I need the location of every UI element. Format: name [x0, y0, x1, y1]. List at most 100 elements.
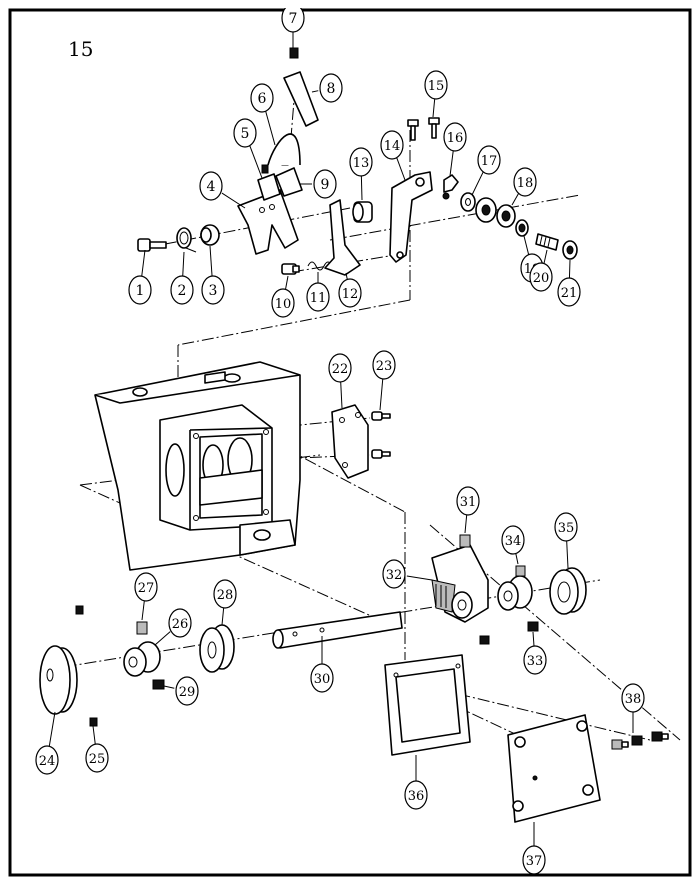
part-6-wire	[267, 133, 301, 166]
callout-label-16: 16	[447, 131, 464, 146]
callout-label-24: 24	[39, 754, 56, 769]
part-10-pin	[281, 263, 300, 275]
callout-leader-21	[568, 259, 571, 280]
callout-12: 12	[338, 272, 362, 308]
callout-29: 29	[163, 676, 199, 706]
callout-label-7: 7	[289, 11, 298, 27]
part-7-screw	[289, 47, 299, 59]
callout-36: 36	[404, 755, 428, 810]
callout-7: 7	[281, 8, 305, 48]
callout-bubble-26	[168, 608, 192, 638]
callout-11: 11	[306, 272, 330, 312]
callout-label-18: 18	[517, 176, 534, 191]
callout-bubble-13	[349, 147, 373, 177]
callout-leader-4	[221, 192, 246, 209]
callout-label-17: 17	[481, 154, 498, 169]
callout-bubble-14	[380, 130, 404, 160]
callout-15: 15	[424, 70, 448, 118]
part-2-spring	[176, 227, 197, 253]
callout-bubble-32	[382, 559, 406, 589]
callout-leader-33	[532, 631, 535, 648]
callout-leader-6	[264, 110, 276, 146]
callout-label-21: 21	[561, 286, 578, 301]
part-4-plate	[237, 189, 299, 255]
callout-23: 23	[372, 350, 396, 411]
callout-bubble-2	[170, 275, 194, 305]
callout-bubble-6	[250, 83, 274, 113]
callout-22: 22	[328, 353, 352, 409]
callout-label-29: 29	[179, 685, 196, 700]
callout-20: 20	[529, 249, 553, 292]
callout-25: 25	[85, 725, 109, 773]
callout-label-23: 23	[376, 359, 393, 374]
part-23-screws	[371, 411, 391, 459]
part-31-screw	[459, 534, 471, 548]
callout-bubble-23	[372, 350, 396, 380]
part-19-washer	[515, 219, 529, 237]
callout-bubble-22	[328, 353, 352, 383]
callout-label-35: 35	[558, 521, 575, 536]
callout-label-4: 4	[207, 179, 216, 195]
callout-bubble-37	[522, 845, 546, 875]
callout-24: 24	[35, 711, 59, 775]
callout-4: 4	[199, 171, 246, 209]
callout-28: 28	[213, 579, 237, 626]
callout-18: 18	[511, 167, 537, 206]
part-8-bracket	[283, 71, 319, 127]
callout-leader-19	[523, 235, 530, 256]
callout-label-20: 20	[533, 271, 550, 286]
part-25-screws	[75, 605, 98, 727]
part-26-collar	[123, 641, 161, 677]
callout-bubble-21	[557, 277, 581, 307]
figure-number: 15	[68, 37, 93, 61]
callout-leader-3	[209, 245, 213, 278]
exploded-parts-diagram: 15	[8, 8, 692, 877]
callout-leader-10	[284, 275, 289, 291]
callout-label-3: 3	[209, 283, 218, 299]
callout-38: 38	[621, 683, 645, 733]
callout-16: 16	[443, 122, 467, 177]
callout-9: 9	[300, 169, 337, 199]
callout-bubble-9	[313, 169, 337, 199]
callout-bubble-20	[529, 262, 553, 292]
callout-label-11: 11	[310, 291, 327, 306]
part-22-cover	[331, 404, 369, 479]
callout-leader-22	[340, 380, 343, 409]
callout-37: 37	[522, 822, 546, 875]
callout-label-34: 34	[505, 534, 522, 549]
callout-bubble-29	[175, 676, 199, 706]
callout-label-10: 10	[275, 297, 292, 312]
callout-leader-34	[515, 552, 519, 565]
callout-bubble-17	[477, 145, 501, 175]
callout-bubble-38	[621, 683, 645, 713]
callout-leader-28	[221, 606, 225, 626]
callout-leader-31	[464, 513, 468, 534]
part-31-lower-screw	[479, 635, 490, 645]
callout-bubble-35	[554, 512, 578, 542]
callout-label-37: 37	[526, 854, 543, 869]
part-32-gear	[431, 544, 489, 623]
part-12-lever	[324, 199, 361, 276]
callout-label-12: 12	[342, 287, 359, 302]
callout-leader-5	[249, 144, 263, 179]
callout-leader-2	[182, 251, 185, 278]
callout-31: 31	[456, 486, 480, 534]
part-28-bearing	[199, 624, 235, 673]
callout-leader-16	[449, 149, 454, 177]
callout-bubble-30	[310, 663, 334, 693]
callout-label-30: 30	[314, 672, 331, 687]
part-34-screw	[515, 565, 526, 577]
callout-leader-8	[311, 90, 319, 93]
callout-label-1: 1	[136, 283, 145, 299]
callout-bubble-36	[404, 780, 428, 810]
callout-leader-26	[154, 631, 171, 646]
callout-label-6: 6	[258, 91, 267, 107]
callout-bubble-16	[443, 122, 467, 152]
callout-label-2: 2	[178, 283, 187, 299]
part-33-screw	[527, 621, 539, 632]
callout-leader-1	[141, 249, 146, 278]
callout-17: 17	[471, 145, 501, 196]
callout-1: 1	[128, 249, 152, 305]
callout-leader-35	[566, 539, 569, 569]
callout-label-8: 8	[327, 81, 336, 97]
